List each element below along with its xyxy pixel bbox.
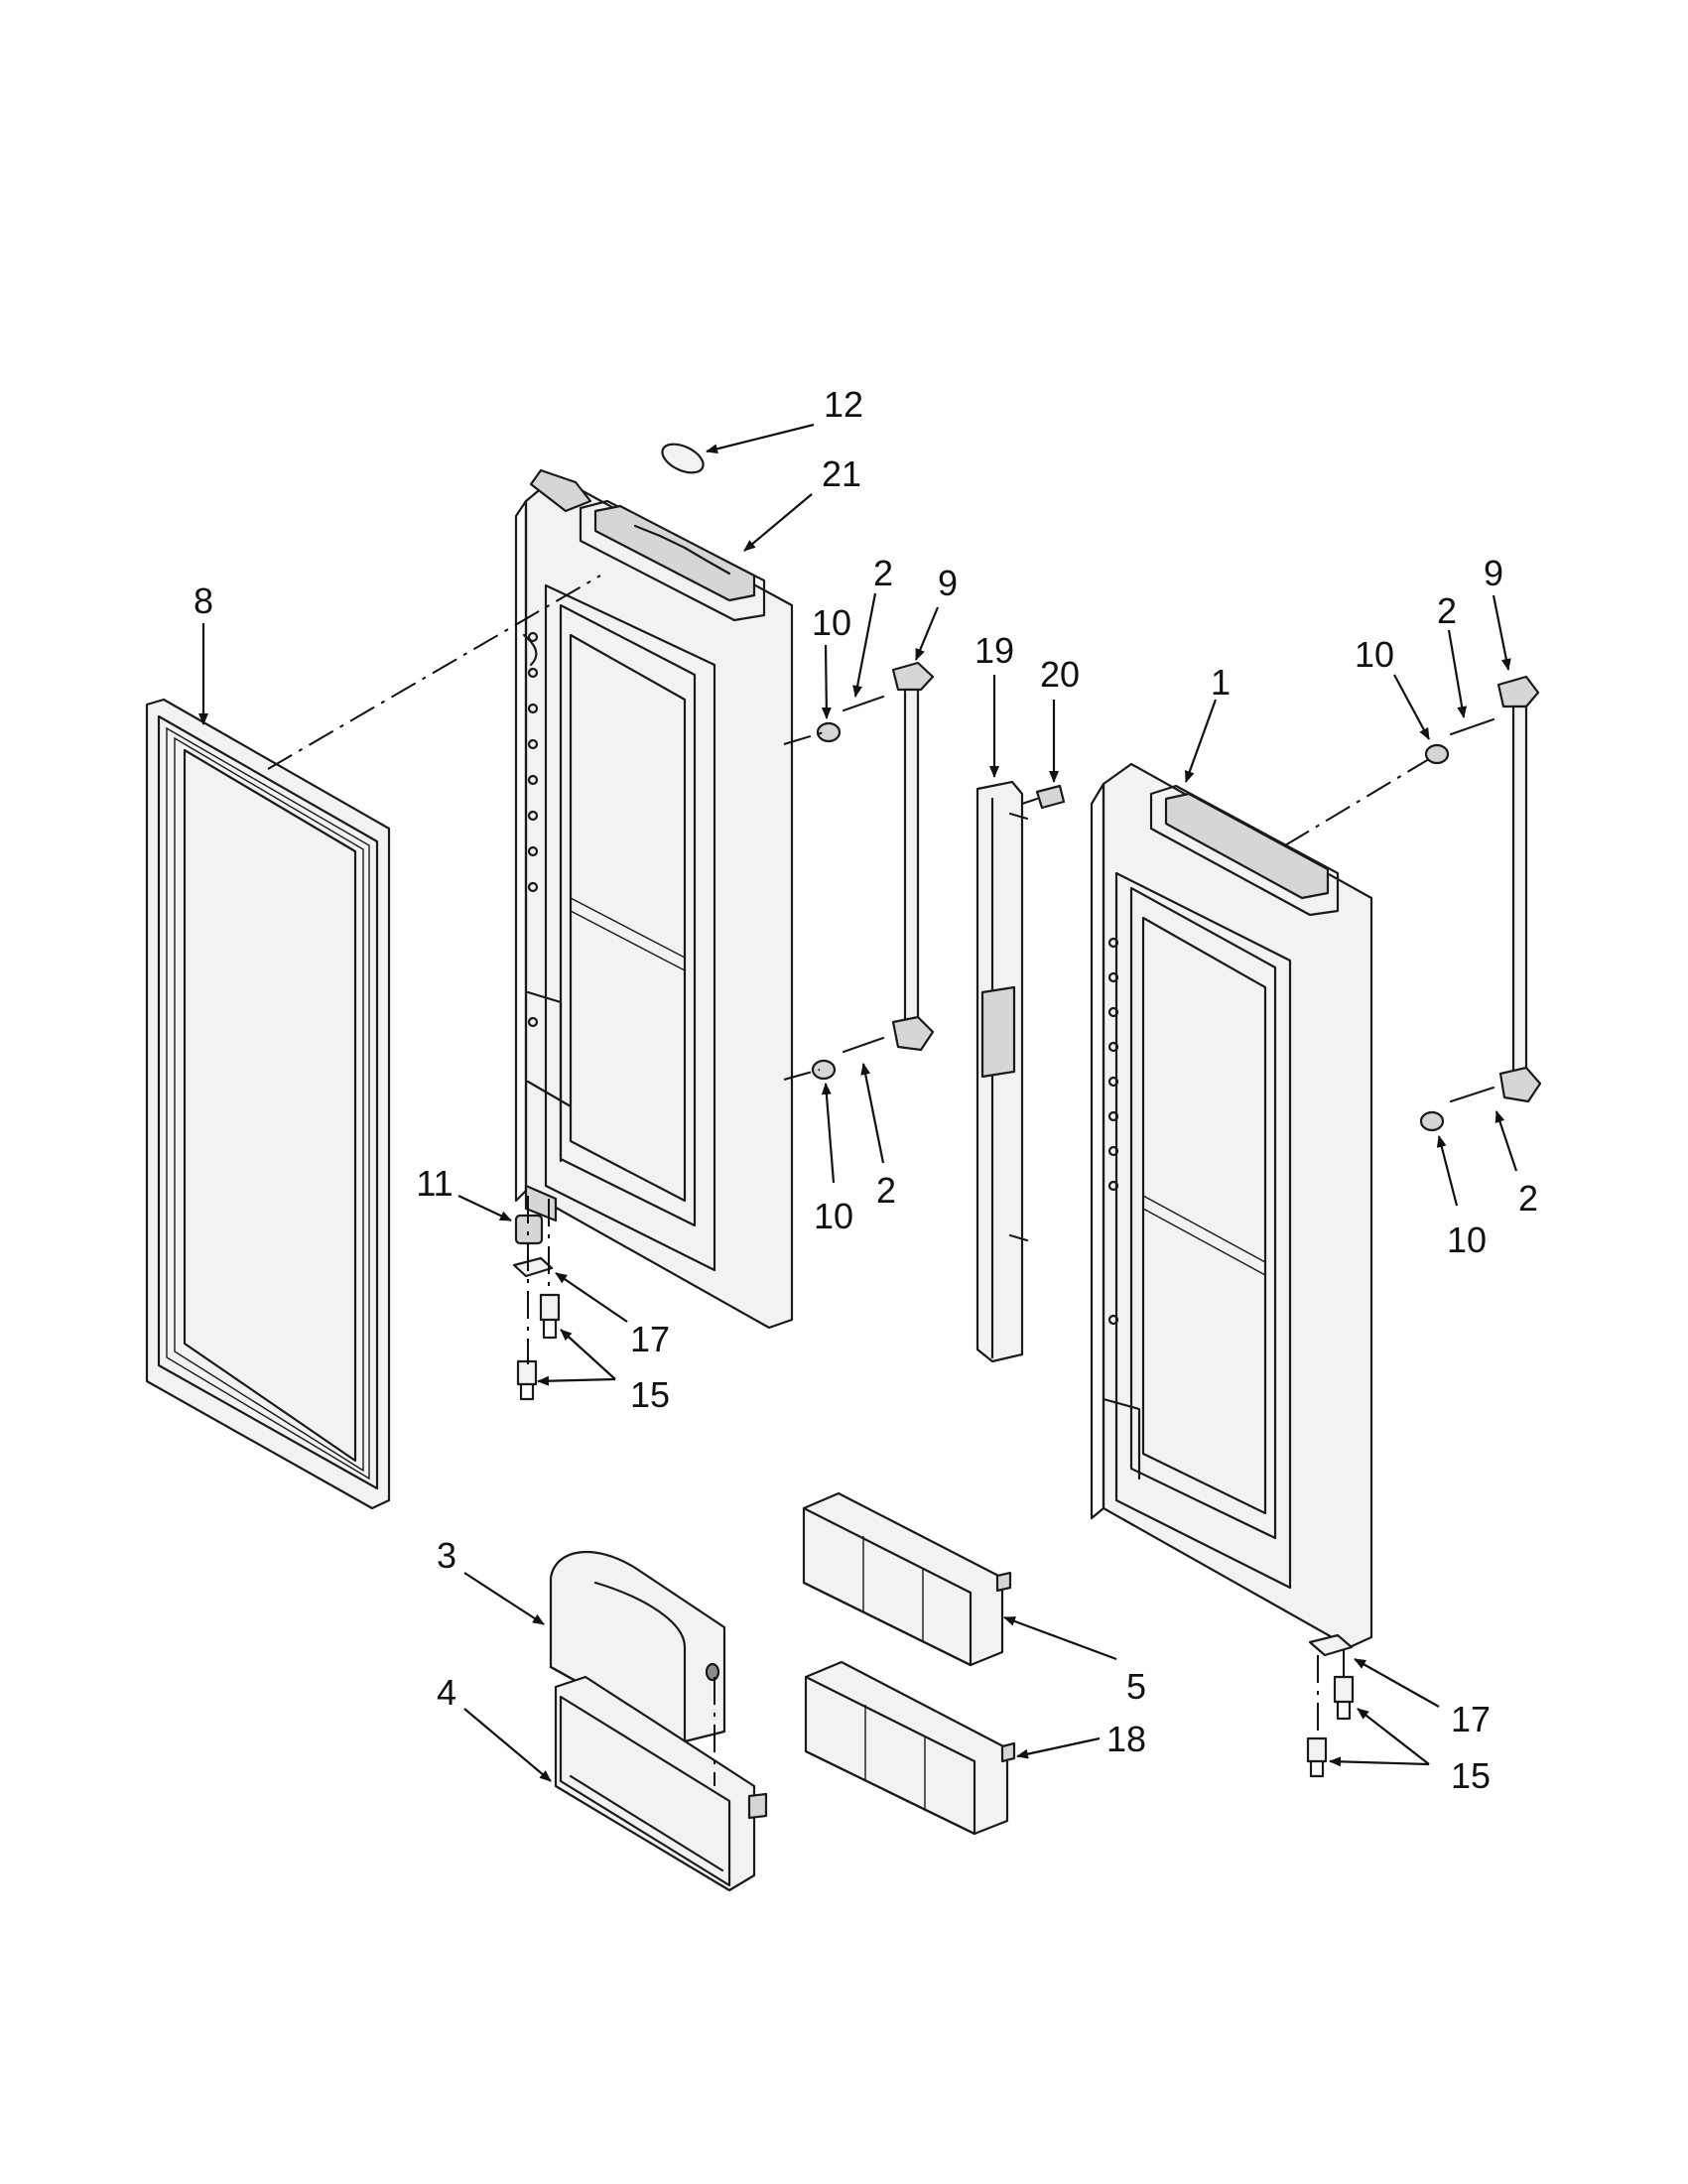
callout-15-left: 15 — [630, 1374, 670, 1415]
callout-labels: 1 2 2 2 2 3 4 5 8 9 9 10 10 10 10 11 12 … — [194, 384, 1538, 1796]
door-shelf-part-18 — [804, 1660, 1016, 1836]
callout-4: 4 — [437, 1672, 456, 1713]
door-shelf-part-5 — [802, 1491, 1012, 1667]
door-handle-left-part-9 — [783, 661, 935, 1081]
callout-19: 19 — [974, 630, 1014, 671]
callout-2-right-top: 2 — [1437, 590, 1457, 631]
right-door-liner-part-1 — [1090, 762, 1373, 1649]
callout-8: 8 — [194, 580, 213, 621]
door-gasket-part-8 — [145, 698, 391, 1510]
callout-12: 12 — [824, 384, 863, 425]
hinge-hardware-right — [1306, 1633, 1355, 1778]
callout-9-right: 9 — [1484, 553, 1503, 593]
callout-5: 5 — [1126, 1666, 1146, 1707]
callout-2-right-bottom: 2 — [1518, 1178, 1538, 1219]
callout-21: 21 — [822, 453, 861, 494]
door-handle-right-part-9 — [1284, 675, 1542, 1132]
left-door-liner-assembly — [514, 468, 794, 1330]
callout-15-right: 15 — [1451, 1755, 1491, 1796]
callout-9-left: 9 — [938, 563, 958, 603]
callout-17-right: 17 — [1451, 1699, 1491, 1739]
hinge-hardware-left — [512, 1196, 561, 1401]
leader-lines — [198, 423, 1518, 1782]
callout-18: 18 — [1106, 1719, 1146, 1759]
callout-2-left-top: 2 — [873, 553, 893, 593]
callout-11: 11 — [416, 1163, 453, 1204]
cover-part-12 — [661, 443, 705, 474]
assembly-line-gasket — [267, 575, 601, 770]
callout-10-right-top: 10 — [1355, 634, 1394, 675]
callout-20: 20 — [1040, 654, 1080, 695]
callout-2-left-bottom: 2 — [876, 1170, 896, 1211]
callout-17-left: 17 — [630, 1319, 670, 1359]
callout-1: 1 — [1211, 662, 1231, 703]
center-mullion-part-19 — [975, 780, 1066, 1363]
callout-3: 3 — [437, 1535, 456, 1576]
door-bin-part-4 — [554, 1675, 768, 1892]
callout-10-left-bottom: 10 — [814, 1196, 853, 1236]
callout-10-right-bottom: 10 — [1447, 1220, 1487, 1260]
dispenser-cover-part-3 — [549, 1550, 726, 1743]
callout-10-left-top: 10 — [812, 602, 851, 643]
